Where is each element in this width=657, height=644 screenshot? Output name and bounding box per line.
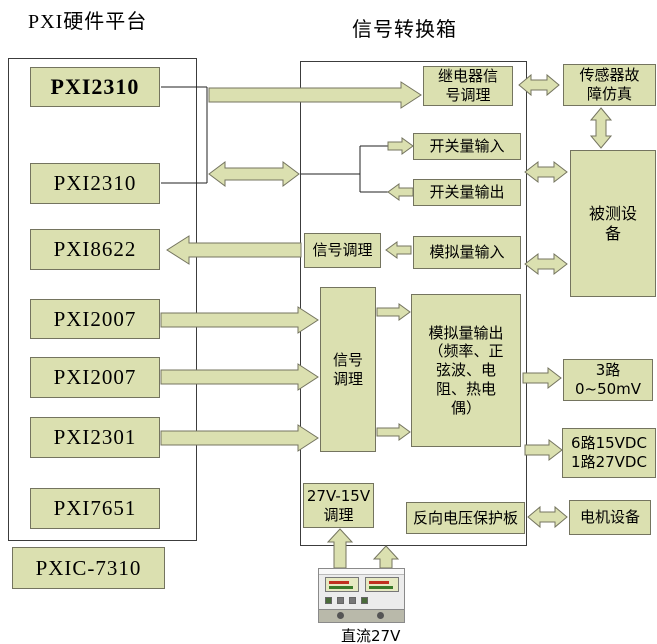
psu-button [361,597,368,604]
box-switch-output: 开关量输出 [413,179,521,206]
box-signal-conditioning-small: 信号调理 [304,233,381,268]
arrow-conditioning-to-analogout-top [376,303,411,321]
box-device-under-test: 被测设 备 [570,150,656,297]
arrow-pxi2310-converter-bidir [208,161,300,187]
psu-button [349,597,356,604]
box-27v-15v-conditioning: 27V-15V 调理 [303,483,374,528]
psu-bottom-strip [319,609,404,622]
converter-frame [300,61,527,546]
arrow-sensor-dut-bidir [589,107,613,149]
box-switch-input: 开关量输入 [413,133,521,160]
title-pxi-platform: PXI硬件平台 [28,11,148,33]
arrow-relay-sensor-bidir [518,73,560,97]
card-pxi2301: PXI2301 [30,417,160,458]
psu-display-green-digits [329,586,353,589]
psu-display-left [325,577,359,592]
arrow-conditioning-to-analogout-bottom [376,423,411,441]
arrow-switch-dut-bidir [524,160,568,184]
box-analog-input: 模拟量输入 [413,236,521,269]
card-pxi2007-2: PXI2007 [30,357,160,398]
arrow-to-vdc [524,438,563,462]
box-reverse-voltage-board: 反向电压保护板 [406,502,525,534]
psu-display-red-digits [369,581,389,584]
arrow-from-switch-output [387,183,414,201]
psu-label: 直流27V [341,627,401,644]
box-signal-conditioning-vertical: 信号 调理 [320,287,376,452]
arrow-pxi2007b-to-conditioning [160,363,319,391]
box-vdc-output: 6路15VDC 1路27VDC [562,428,656,478]
card-pxi2310-1: PXI2310 [30,67,160,107]
psu-knob-left [337,612,344,619]
psu-display-right [365,577,399,592]
arrow-psu-to-converter [372,545,400,569]
title-signal-converter: 信号转换箱 [352,19,457,41]
card-pxi7651: PXI7651 [30,488,160,529]
pxi-platform-frame [8,58,197,541]
psu-button [325,597,332,604]
arrow-conditioning-to-pxi8622 [166,235,302,265]
box-sensor-fault-sim: 传感器故 障仿真 [563,64,656,106]
card-pxi8622: PXI8622 [30,229,160,270]
psu-top-edge [319,569,404,575]
arrow-to-switch-input [387,137,414,155]
psu-display-red-digits [329,581,349,584]
arrow-protect-motor-bidir [527,505,568,529]
psu-display-green-digits [369,586,393,589]
card-pxic7310: PXIC-7310 [12,547,165,589]
arrow-pxi2301-to-conditioning [160,424,319,452]
psu-button [337,597,344,604]
box-motor-equipment: 电机设备 [569,500,651,535]
card-pxi2007-1: PXI2007 [30,299,160,339]
psu-knob-right [377,612,384,619]
box-analog-output: 模拟量输出 （频率、正 弦波、电 阻、热电 偶） [411,294,521,447]
dc-power-supply [318,568,405,623]
arrow-pxi2007a-to-conditioning [160,306,319,334]
arrow-analogin-to-conditioning [385,241,412,259]
arrow-pxi2310-to-relay [208,81,422,109]
box-mv-output: 3路 0~50mV [563,359,653,401]
psu-button-row [325,597,400,605]
arrow-analogout-to-mv [522,366,562,390]
arrow-analogin-dut-bidir [524,252,568,276]
card-pxi2310-2: PXI2310 [30,163,160,204]
box-relay-conditioning: 继电器信 号调理 [423,66,513,106]
arrow-psu-to-v27 [326,528,354,569]
